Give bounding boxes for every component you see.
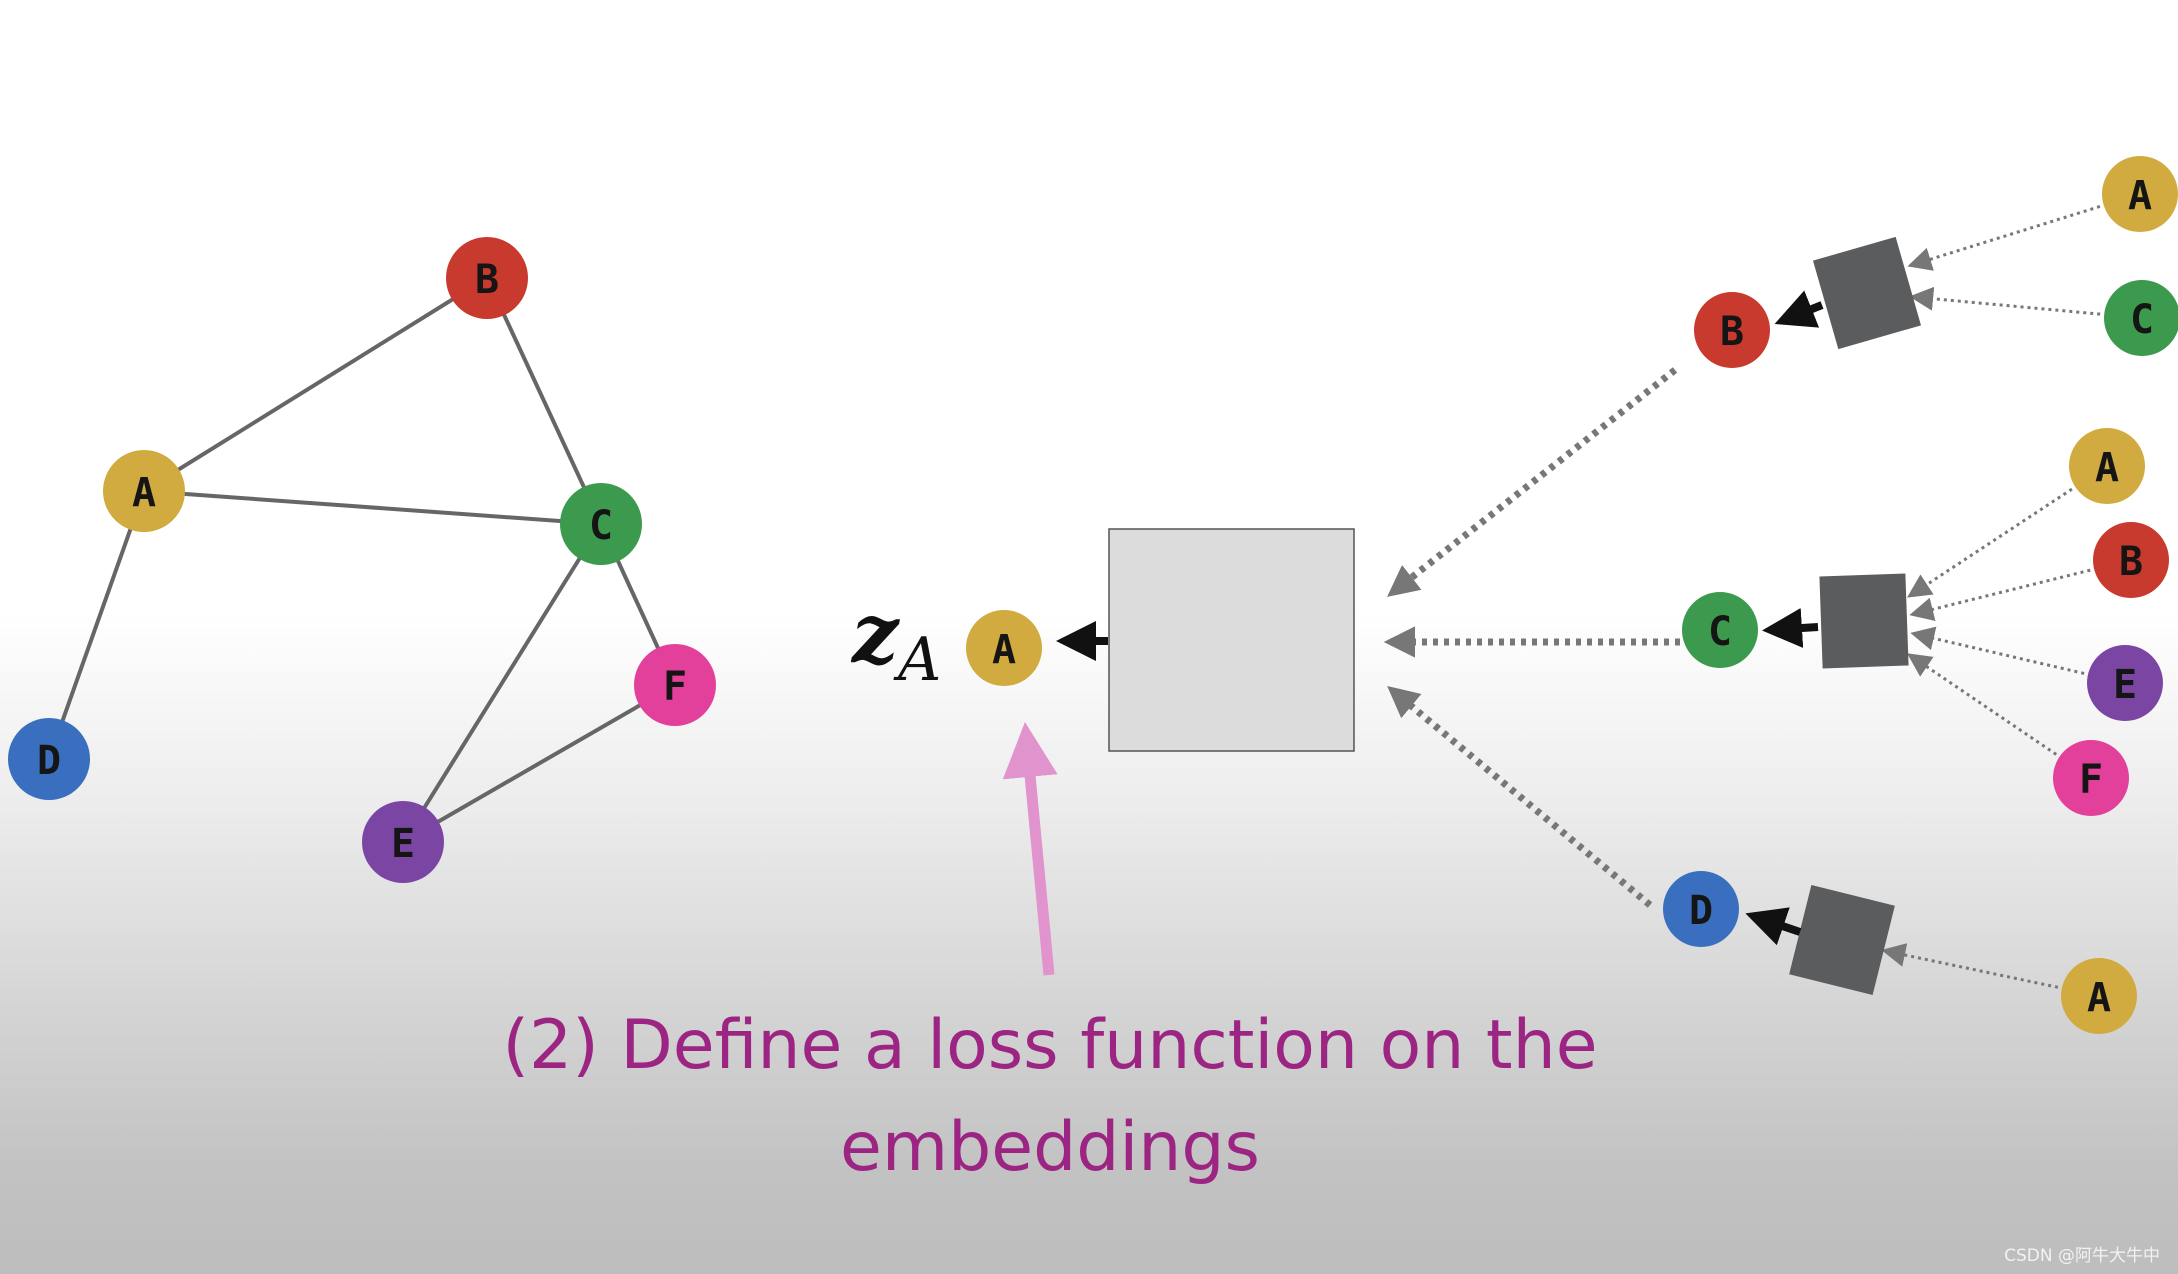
comp-leaf-b-a-label: A [2128, 173, 2152, 219]
comp-leaf-c-e-label: E [2113, 662, 2137, 708]
graph-node-c: C [560, 483, 642, 565]
graph-nodes: A B C D E F [8, 237, 716, 883]
comp-leaf-d-a-circle [2061, 958, 2137, 1034]
comp-leaf-c-b: B [2093, 522, 2169, 598]
dotted-arrow-d [1387, 685, 1653, 908]
embedding-output: z A A [850, 586, 1108, 695]
caption-line-2: embeddings [840, 1108, 1260, 1187]
comp-leaf-b-c-circle [2104, 280, 2178, 356]
comp-leaf-b-a-circle [2102, 156, 2178, 232]
dotted-arrow-b [1387, 367, 1678, 597]
computation-graph: B A C C A B E F D A [1383, 156, 2178, 1034]
watermark: CSDN @阿牛大牛中 [2004, 1246, 2160, 1266]
graph-node-f: F [634, 644, 716, 726]
box-arrow-c [1762, 608, 1819, 648]
graph-edge-e-f [402, 683, 676, 844]
box-arrow-d [1745, 907, 1802, 946]
comp-leaf-b-a: A [2102, 156, 2178, 232]
dotted-edge-b-a [1907, 205, 2101, 271]
comp-leaf-c-b-label: B [2119, 539, 2143, 585]
graph-node-c-circle [560, 483, 642, 565]
comp-leaf-c-f-circle [2053, 740, 2129, 816]
dotted-edge-c-f [1907, 653, 2058, 756]
comp-leaf-c-a-circle [2069, 428, 2145, 504]
target-node-a-shape: A [966, 610, 1042, 686]
comp-leaf-c-b-circle [2093, 522, 2169, 598]
comp-node-b: B [1694, 292, 1770, 368]
comp-leaf-c-e: E [2087, 645, 2163, 721]
comp-node-c: C [1682, 592, 1758, 668]
pointer-arrow [1002, 722, 1058, 976]
comp-leaf-d-a: A [2061, 958, 2137, 1034]
graph-edge-a-c [143, 489, 602, 526]
box-arrow-b [1774, 290, 1824, 328]
comp-leaf-c-e-circle [2087, 645, 2163, 721]
comp-node-d-label: D [1689, 888, 1713, 934]
target-node-a-shape-circle [966, 610, 1042, 686]
small-box-c [1819, 573, 1909, 669]
graph-node-a-label: A [132, 470, 156, 516]
comp-node-b-circle [1694, 292, 1770, 368]
comp-leaf-c-a: A [2069, 428, 2145, 504]
dotted-edge-c-b [1909, 568, 2091, 622]
dotted-edge-b-c [1909, 286, 2101, 316]
comp-leaf-b-c-label: C [2130, 297, 2154, 343]
target-node-a: A [966, 610, 1042, 686]
aggregation-box [1108, 528, 1355, 752]
graph-edge-a-d [47, 490, 146, 760]
small-box-b [1812, 236, 1922, 350]
comp-leaf-c-a-label: A [2095, 445, 2119, 491]
embedding-subscript: A [893, 625, 941, 695]
computation-nodes: B A C C A B E F D A [1663, 156, 2178, 1034]
comp-leaf-c-f-label: F [2079, 757, 2103, 803]
graph-node-f-label: F [663, 664, 687, 710]
caption-line-1: (2) Define a loss function on the [502, 1006, 1598, 1085]
graph-node-b-label: B [475, 257, 499, 303]
comp-node-b-label: B [1720, 309, 1744, 355]
graph-node-e-circle [362, 801, 444, 883]
graph-node-c-label: C [589, 503, 613, 549]
graph-edge-b-c [485, 277, 603, 525]
dotted-edge-d-a [1881, 943, 2059, 989]
graph-node-d-label: D [37, 738, 61, 784]
input-graph: A B C D E F [8, 237, 716, 883]
embedding-symbol: z [850, 586, 900, 682]
graph-edge-c-e [401, 522, 603, 844]
computation-small-boxes [1745, 236, 1922, 996]
comp-leaf-b-c: C [2104, 280, 2178, 356]
dotted-edge-c-a [1906, 487, 2073, 598]
comp-leaf-c-f: F [2053, 740, 2129, 816]
comp-node-d-circle [1663, 871, 1739, 947]
graph-node-a: A [103, 450, 185, 532]
graph-node-e-label: E [391, 821, 415, 867]
computation-dotted-edges [1383, 205, 2101, 989]
target-node-a-shape-label: A [992, 627, 1016, 673]
graph-node-d: D [8, 718, 90, 800]
comp-node-d: D [1663, 871, 1739, 947]
small-box-d [1789, 884, 1895, 996]
graph-edge-a-b [142, 276, 489, 493]
graph-edges [47, 276, 677, 844]
comp-leaf-d-a-label: A [2087, 975, 2111, 1021]
graph-node-b-circle [446, 237, 528, 319]
graph-node-d-circle [8, 718, 90, 800]
comp-node-c-label: C [1708, 609, 1732, 655]
graph-node-f-circle [634, 644, 716, 726]
graph-node-b: B [446, 237, 528, 319]
dotted-edge-c-e [1910, 626, 2085, 675]
graph-node-e: E [362, 801, 444, 883]
graph-node-a-circle [103, 450, 185, 532]
comp-node-c-circle [1682, 592, 1758, 668]
